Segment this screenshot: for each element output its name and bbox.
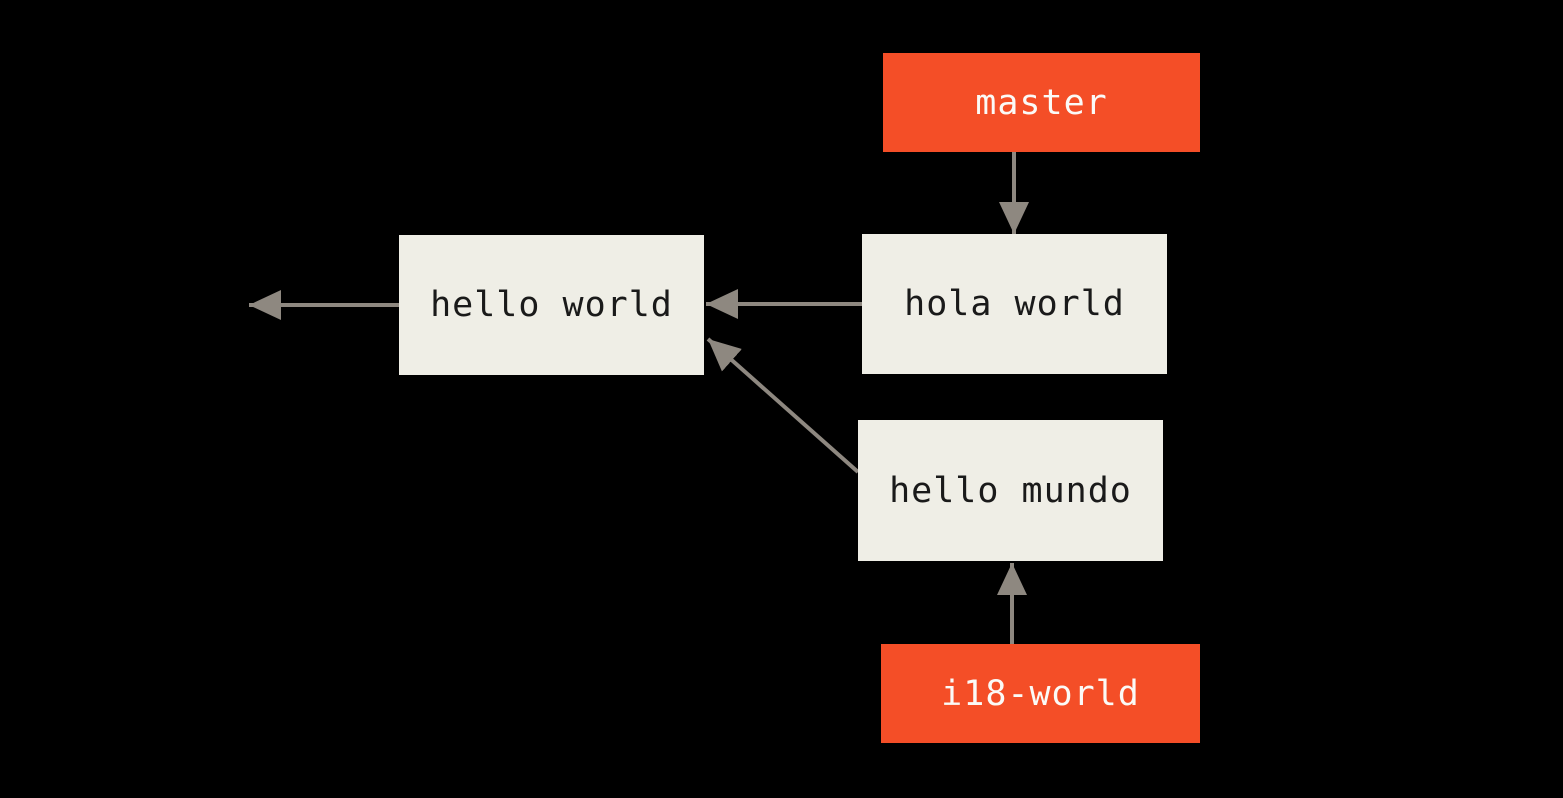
commit-node-hello-mundo-text: hello mundo <box>889 470 1132 511</box>
branch-label-master-text: master <box>975 82 1108 123</box>
commit-node-hello-world: hello world <box>399 235 704 375</box>
commit-node-hola-world: hola world <box>862 234 1167 374</box>
edge-hello-mundo-to-hello-world <box>706 337 860 474</box>
branch-label-master: master <box>883 53 1200 152</box>
branch-label-i18-world-text: i18-world <box>941 673 1140 714</box>
branch-label-i18-world: i18-world <box>881 644 1200 743</box>
commit-node-hello-mundo: hello mundo <box>858 420 1163 561</box>
commit-node-hello-world-text: hello world <box>430 285 673 325</box>
commit-node-hola-world-text: hola world <box>904 284 1125 324</box>
